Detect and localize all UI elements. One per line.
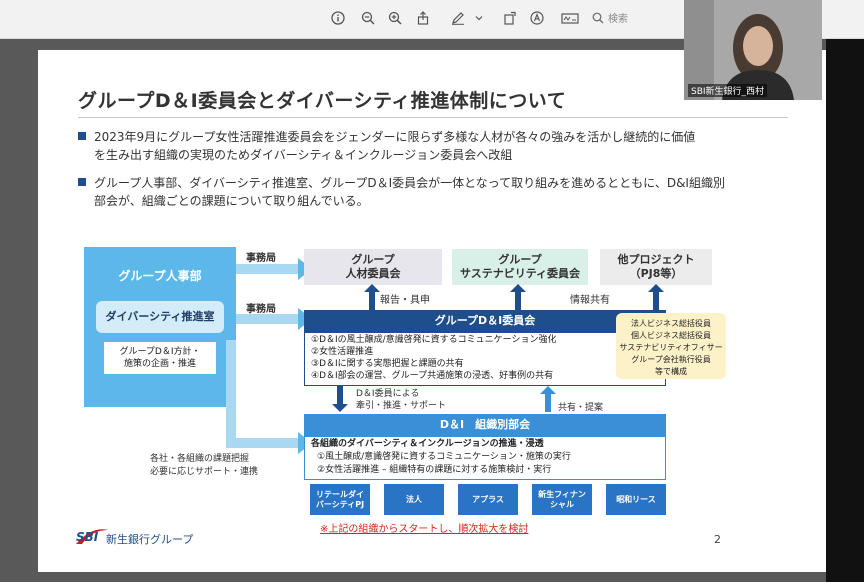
org-unit-financial-line-2: シャル: [538, 500, 586, 510]
logo-mark: SBI: [76, 530, 98, 544]
hr-dept-label: グループ人事部: [84, 267, 236, 284]
sustainability-committee-line-2: サステナビリティ委員会: [452, 267, 588, 281]
org-unit-corporate: 法人: [384, 484, 444, 515]
side-panel: [826, 39, 864, 582]
connector-vertical: [226, 340, 236, 448]
report-label: 報告・具申: [380, 291, 430, 306]
rotate-icon[interactable]: [500, 8, 520, 28]
bullet-2-line-2: 部会が、組織ごとの課題について取り組んでいる。: [78, 192, 725, 210]
org-unit-retail: リテールダイバーシティPJ: [310, 484, 370, 515]
share-icon[interactable]: [413, 8, 433, 28]
members-line-5: 等で構成: [616, 366, 726, 378]
section-item-3: ②女性活躍推進 – 組織特有の課題に対する施策検討・実行: [311, 464, 665, 477]
members-line-2: 個人ビジネス総括役員: [616, 330, 726, 342]
zoom-out-icon[interactable]: [358, 8, 378, 28]
pen-icon[interactable]: [448, 8, 468, 28]
lead-line-1: D＆I委員による: [356, 388, 446, 400]
members-line-3: サステナビリティオフィサー: [616, 342, 726, 354]
title-divider: [78, 117, 788, 118]
lead-label: D＆I委員による 牽引・推進・サポート: [356, 388, 446, 412]
lead-line-2: 牽引・推進・サポート: [356, 400, 446, 412]
arrow-down-lead: [332, 386, 348, 412]
connector-horizontal: [226, 438, 300, 448]
expansion-note: ※上記の組織からスタートし、順次拡大を検討: [320, 520, 528, 535]
talent-committee-box: グループ 人材委員会: [304, 249, 442, 285]
org-unit-retail-line-1: リテールダイ: [316, 490, 364, 500]
di-item-3: ③D＆Iに関する実態把握と課題の共有: [311, 358, 665, 370]
bullet-1: 2023年9月にグループ女性活躍推進委員会をジェンダーに限らず多様な人材が各々の…: [78, 128, 695, 164]
di-item-4: ④D＆I部会の運営、グループ共通施策の浸透、好事例の共有: [311, 370, 665, 382]
members-line-4: グループ会社執行役員: [616, 354, 726, 366]
section-item-2: ①風土醸成/意識啓発に資するコミュニケーション・施策の実行: [311, 451, 665, 464]
arrow-up-other-project: [648, 284, 664, 310]
bullet-2-line-1: グループ人事部、ダイバーシティ推進室、グループD＆I委員会が一体となって取り組み…: [94, 176, 725, 190]
slide-title: グループD＆I委員会とダイバーシティ推進体制について: [78, 86, 566, 113]
support-line-1: 各社・各組織の課題把握: [150, 453, 258, 466]
diversity-office-box: ダイバーシティ推進室: [96, 301, 224, 333]
committee-arrows: [304, 282, 724, 312]
bullet-square-icon: [78, 178, 86, 186]
policy-box: グループD＆I方計・ 施策の企画・推進: [104, 342, 216, 374]
arrow-up-share: [540, 386, 556, 412]
info-icon[interactable]: [328, 8, 348, 28]
sustainability-committee-line-1: グループ: [452, 249, 588, 267]
policy-line-2: 施策の企画・推進: [104, 358, 216, 370]
markup-icon[interactable]: [527, 8, 547, 28]
support-line-2: 必要に応じサポート・連携: [150, 466, 258, 479]
share-proposal-label: 共有・提案: [558, 400, 603, 413]
slide: グループD＆I委員会とダイバーシティ推進体制について 2023年9月にグループ女…: [38, 50, 826, 572]
di-committee-body: ①D＆Iの風土醸成/意識啓発に資するコミュニケーション強化 ②女性活躍推進 ③D…: [304, 332, 666, 386]
page-number: 2: [714, 533, 721, 546]
talent-committee-line-1: グループ: [304, 249, 442, 267]
participant-name: SBI新生銀行_西村: [688, 84, 767, 97]
policy-line-1: グループD＆I方計・: [104, 346, 216, 358]
signature-icon[interactable]: [560, 8, 580, 28]
info-share-label: 情報共有: [570, 291, 610, 306]
search-icon[interactable]: [591, 8, 605, 28]
bullet-2: グループ人事部、ダイバーシティ推進室、グループD＆I委員会が一体となって取り組み…: [78, 174, 725, 210]
org-unit-retail-line-2: バーシティPJ: [316, 500, 364, 510]
secretariat-label-1: 事務局: [246, 249, 276, 264]
logo-text: 新生銀行グループ: [106, 531, 193, 547]
members-callout: 法人ビジネス総括役員 個人ビジネス総括役員 サステナビリティオフィサー グループ…: [616, 313, 726, 379]
other-project-box: 他プロジェクト （PJ8等）: [600, 249, 712, 285]
org-unit-showa-leasing: 昭和リース: [606, 484, 666, 515]
search-input[interactable]: 検索: [608, 10, 628, 25]
org-unit-financial-line-1: 新生フィナン: [538, 490, 586, 500]
secretariat-label-2: 事務局: [246, 300, 276, 315]
talent-committee-line-2: 人材委員会: [304, 267, 442, 281]
other-project-line-2: （PJ8等）: [600, 267, 712, 281]
secretariat-arrow-2-shaft: [236, 314, 300, 324]
hr-dept-box: グループ人事部 ダイバーシティ推進室 グループD＆I方計・ 施策の企画・推進: [84, 247, 236, 407]
arrow-up-sustainability: [510, 284, 526, 310]
zoom-in-icon[interactable]: [385, 8, 405, 28]
sustainability-committee-box: グループ サステナビリティ委員会: [452, 249, 588, 285]
arrow-up-talent: [364, 284, 380, 310]
section-item-1: 各組織のダイバーシティ＆インクルージョンの推進・浸透: [311, 438, 665, 451]
other-project-line-1: 他プロジェクト: [600, 249, 712, 267]
members-line-1: 法人ビジネス総括役員: [616, 318, 726, 330]
org-unit-aplus: アプラス: [458, 484, 518, 515]
secretariat-arrow-1-shaft: [236, 264, 300, 274]
section-header: D＆I 組織別部会: [304, 414, 666, 436]
di-item-2: ②女性活躍推進: [311, 346, 665, 358]
di-committee-header: グループD＆I委員会: [304, 310, 666, 332]
section-body: 各組織のダイバーシティ＆インクルージョンの推進・浸透 ①風土醸成/意識啓発に資す…: [304, 436, 666, 480]
org-unit-shinsei-financial: 新生フィナンシャル: [532, 484, 592, 515]
chevron-down-icon[interactable]: [473, 8, 485, 28]
support-label: 各社・各組織の課題把握 必要に応じサポート・連携: [150, 453, 258, 479]
bullet-square-icon: [78, 132, 86, 140]
bullet-1-line-1: 2023年9月にグループ女性活躍推進委員会をジェンダーに限らず多様な人材が各々の…: [94, 130, 695, 144]
di-item-1: ①D＆Iの風土醸成/意識啓発に資するコミュニケーション強化: [311, 334, 665, 346]
bullet-1-line-2: を生み出す組織の実現のためダイバーシティ＆インクルージョン委員会へ改組: [78, 146, 695, 164]
